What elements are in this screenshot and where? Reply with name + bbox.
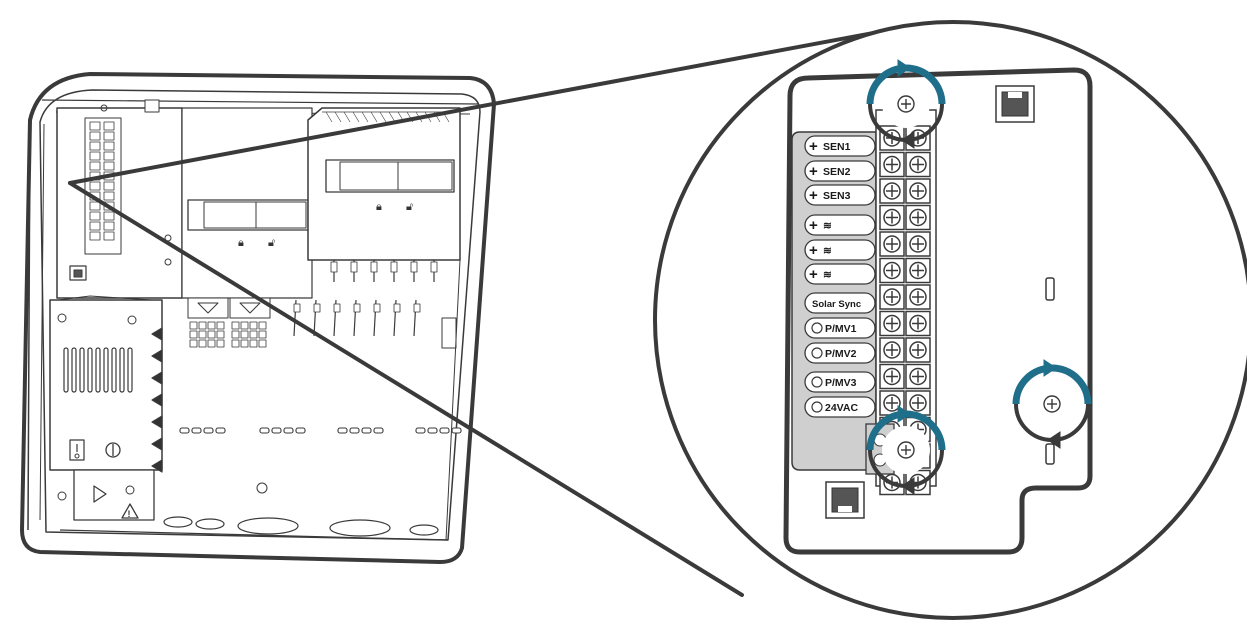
play-icon [93,485,107,503]
terminal-label: +≋ [804,239,876,261]
screw-icon [125,485,135,495]
terminal-label-text: ≋ [823,245,832,257]
circle-icon [811,376,823,388]
terminal-label-text: P/MV2 [825,348,857,360]
controller-cabinet: 🔒︎ 🔓︎ 🔒︎ 🔓︎ ! [20,72,496,564]
circle-icon [811,401,823,413]
terminal-label: 24VAC [804,396,876,418]
terminal-label-text: SEN3 [823,190,851,202]
plus-icon: + [809,266,818,283]
rj45-port-icon [825,481,865,519]
mount-slot [1045,443,1055,465]
terminal-label-text: P/MV3 [825,377,857,389]
power-switch-icon [69,439,85,461]
lock-icon: 🔒︎ [238,237,244,249]
unlock-icon: 🔓︎ [268,237,275,249]
warning-icon [121,503,139,519]
rj45-port-icon [144,99,160,113]
screw-icon [57,491,67,501]
svg-text:!: ! [128,509,131,519]
terminal-label-text: ≋ [823,269,832,281]
terminal-label-text: 24VAC [825,402,858,414]
terminal-label: P/MV2 [804,342,876,364]
lock-icon: 🔒︎ [376,201,382,213]
terminal-label: P/MV3 [804,371,876,393]
terminal-label: Solar Sync [804,292,876,314]
circle-icon [811,347,823,359]
rotate-arrows-icon [1012,359,1092,449]
circle-icon [811,322,823,334]
magnified-panel: +SEN1+SEN2+SEN3+≋+≋+≋Solar SyncP/MV1P/MV… [783,59,1093,555]
terminal-label-text: P/MV1 [825,323,857,335]
plus-icon: + [809,187,818,204]
zoom-leader-lines [68,26,902,597]
terminal-label-text: SEN1 [823,141,851,153]
terminal-label-text: SEN2 [823,166,851,178]
terminal-label-text: Solar Sync [812,299,861,310]
plus-icon: + [809,242,818,259]
plus-icon: + [809,163,818,180]
screw-icon [57,313,67,323]
rj45-port-icon [995,85,1035,123]
terminal-label: +≋ [804,263,876,285]
screw-icon [105,442,121,458]
rotate-arrows-icon [866,59,946,149]
screw-icon [100,104,108,112]
mount-slot [1045,277,1055,301]
plus-icon: + [809,217,818,234]
cabinet-inner-rim [39,89,481,541]
transformer-vents [63,347,133,393]
terminal-label: P/MV1 [804,317,876,339]
terminal-label: + SEN3 [804,184,876,206]
unlock-icon: 🔓︎ [406,201,413,213]
terminal-label: +≋ [804,214,876,236]
screw-icon [127,315,137,325]
screw-icon [164,258,172,266]
terminal-label-text: ≋ [823,220,832,232]
plus-icon: + [809,138,818,155]
rotate-arrows-icon [866,405,946,495]
terminal-label: + SEN2 [804,160,876,182]
terminal-label: + SEN1 [804,135,876,157]
